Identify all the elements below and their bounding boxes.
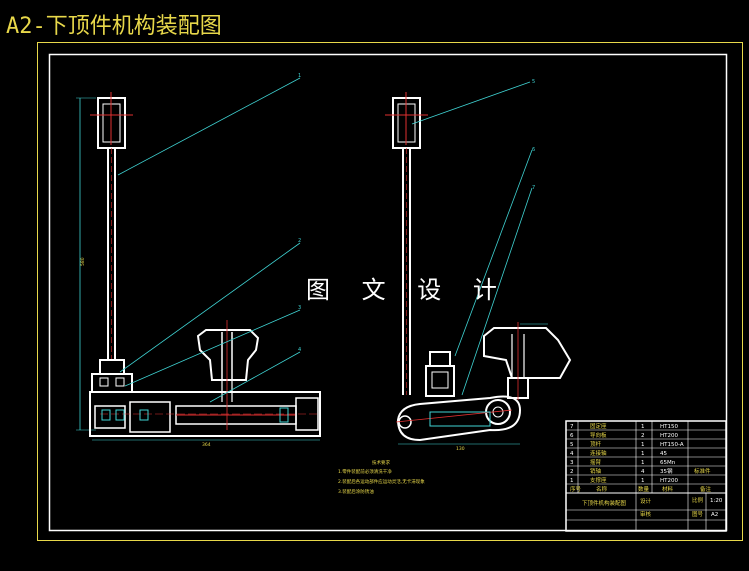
svg-text:4: 4 xyxy=(570,451,574,457)
balloon-2: 2 xyxy=(298,238,301,244)
table-row: 2 销轴 4 35钢 标准件 xyxy=(570,467,711,475)
dim-width-right: 130 xyxy=(456,446,465,452)
svg-text:7: 7 xyxy=(570,424,574,430)
svg-text:1: 1 xyxy=(641,460,645,466)
svg-text:6: 6 xyxy=(570,433,574,439)
svg-text:35钢: 35钢 xyxy=(660,467,673,475)
svg-text:1: 1 xyxy=(641,478,645,484)
front-view: 580 364 xyxy=(76,77,321,448)
svg-text:2: 2 xyxy=(570,469,574,475)
svg-text:名称: 名称 xyxy=(596,485,608,493)
table-row: 6 导向板 2 HT200 xyxy=(570,431,678,439)
dim-height: 580 xyxy=(80,257,86,266)
svg-text:审核: 审核 xyxy=(640,510,652,518)
svg-text:HT150-A: HT150-A xyxy=(660,442,684,448)
svg-text:标准件: 标准件 xyxy=(694,467,711,475)
tech-item-3: 3.装配后涂防锈油 xyxy=(338,488,374,495)
svg-text:4: 4 xyxy=(641,469,645,475)
parts-table xyxy=(565,420,727,532)
balloon-5: 5 xyxy=(532,79,535,85)
title-block: 下顶件机构装配图 设计 比例 1:20 审核 图号 A2 xyxy=(582,496,723,518)
svg-text:1: 1 xyxy=(641,442,645,448)
svg-text:数量: 数量 xyxy=(638,485,650,493)
balloon-7: 7 xyxy=(532,185,535,191)
svg-text:备注: 备注 xyxy=(700,485,712,493)
svg-text:5: 5 xyxy=(570,442,574,448)
balloon-4: 4 xyxy=(298,347,301,353)
svg-text:45: 45 xyxy=(660,451,667,457)
table-row: 1 支撑座 1 HT200 xyxy=(570,476,678,484)
drawing-title: A2-下顶件机构装配图 xyxy=(6,14,222,39)
scale-value: 1:20 xyxy=(710,498,723,504)
svg-text:HT150: HT150 xyxy=(660,424,678,430)
drawing-name: 下顶件机构装配图 xyxy=(582,499,627,507)
dim-width-left: 364 xyxy=(202,442,211,448)
balloon-3: 3 xyxy=(298,305,301,311)
table-row: 4 连接轴 1 45 xyxy=(570,449,667,457)
watermark: 图 文 设 计 xyxy=(306,276,509,304)
svg-text:销轴: 销轴 xyxy=(590,467,602,475)
tech-item-2: 2.装配后各运动部件应运动灵活,无卡滞现象 xyxy=(338,478,425,485)
svg-text:1: 1 xyxy=(641,451,645,457)
svg-text:设计: 设计 xyxy=(640,497,652,505)
table-header: 序号 名称 数量 材料 备注 xyxy=(570,485,712,493)
balloon-6: 6 xyxy=(532,147,535,153)
svg-text:HT200: HT200 xyxy=(660,478,678,484)
svg-text:摇臂: 摇臂 xyxy=(590,458,602,466)
svg-text:顶杆: 顶杆 xyxy=(590,440,602,448)
svg-text:3: 3 xyxy=(570,460,574,466)
table-row: 3 摇臂 1 65Mn xyxy=(570,458,676,466)
svg-text:2: 2 xyxy=(641,433,645,439)
tech-item-1: 1.零件装配前必须清洗干净 xyxy=(338,468,392,475)
svg-text:导向板: 导向板 xyxy=(590,431,607,439)
tech-heading: 技术要求 xyxy=(372,459,390,466)
outer-border xyxy=(37,42,743,541)
svg-text:65Mn: 65Mn xyxy=(660,460,676,466)
svg-text:固定座: 固定座 xyxy=(590,422,607,430)
svg-text:1: 1 xyxy=(570,478,574,484)
table-row: 5 顶杆 1 HT150-A xyxy=(570,440,684,448)
svg-text:连接轴: 连接轴 xyxy=(590,449,607,457)
svg-text:比例: 比例 xyxy=(692,496,704,504)
svg-text:HT200: HT200 xyxy=(660,433,678,439)
svg-text:支撑座: 支撑座 xyxy=(590,476,607,484)
balloon-1: 1 xyxy=(298,73,301,79)
table-row: 7 固定座 1 HT150 xyxy=(570,422,678,430)
svg-text:图号: 图号 xyxy=(692,510,704,518)
side-view: 130 xyxy=(385,81,572,452)
svg-text:1: 1 xyxy=(641,424,645,430)
tech-requirements: 技术要求 1.零件装配前必须清洗干净 2.装配后各运动部件应运动灵活,无卡滞现象… xyxy=(338,459,425,495)
sheet-value: A2 xyxy=(711,512,718,518)
svg-text:序号: 序号 xyxy=(570,485,582,493)
inner-border xyxy=(48,53,728,532)
svg-text:材料: 材料 xyxy=(662,485,674,493)
